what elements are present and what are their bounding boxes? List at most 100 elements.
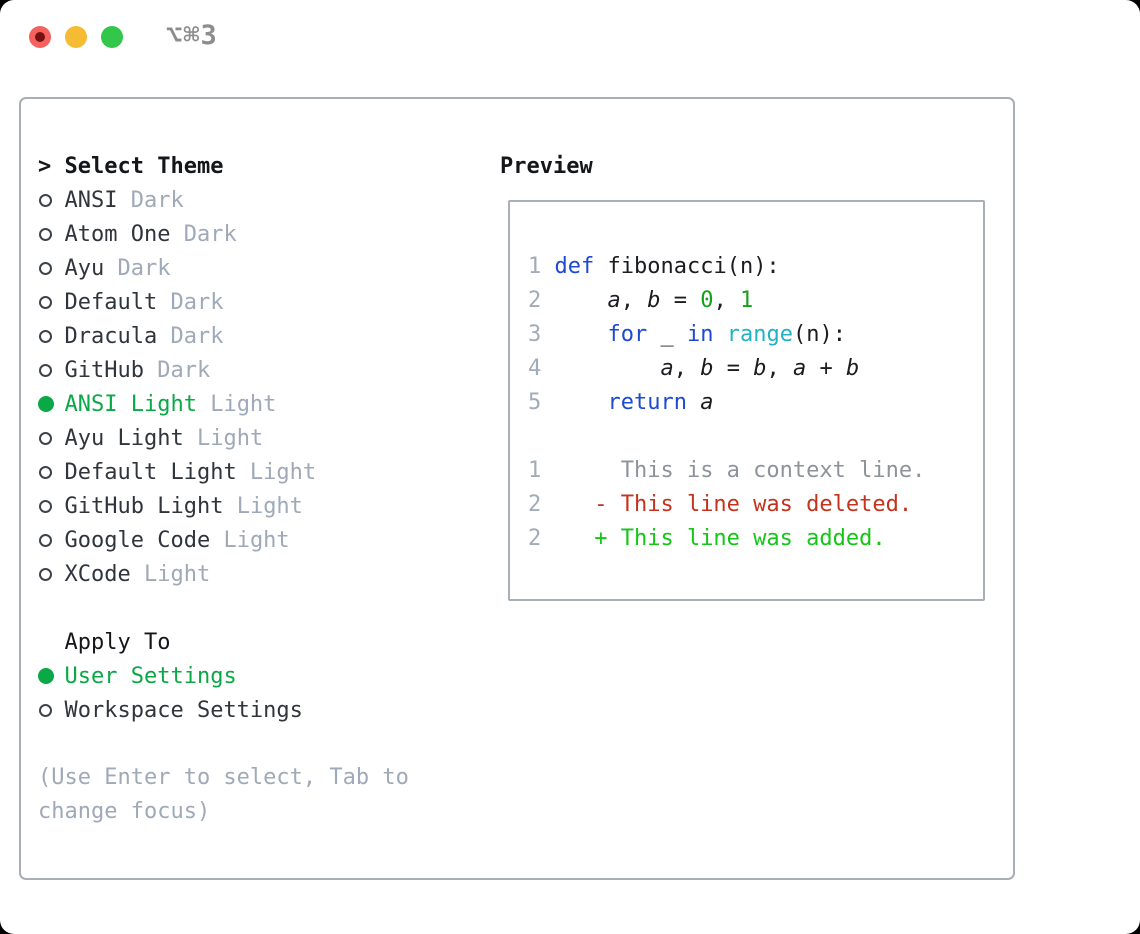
code-token: a bbox=[700, 390, 714, 415]
theme-option[interactable]: Dracula Dark bbox=[38, 319, 409, 353]
spacer bbox=[38, 727, 409, 761]
radio-icon bbox=[38, 703, 65, 717]
radio-glyph bbox=[39, 227, 52, 241]
line-number: 1 bbox=[528, 458, 542, 483]
line-number: 4 bbox=[528, 356, 555, 381]
theme-name: Default bbox=[64, 289, 158, 315]
code-token: b bbox=[700, 356, 714, 381]
preview-title: Preview bbox=[500, 153, 593, 179]
apply-to-option[interactable]: Workspace Settings bbox=[38, 693, 409, 727]
diff-line: 1 This is a context line. bbox=[528, 454, 983, 488]
theme-option[interactable]: Ayu Dark bbox=[38, 251, 409, 285]
theme-variant: Light bbox=[236, 459, 317, 485]
code-token: = bbox=[660, 288, 701, 313]
theme-variant: Dark bbox=[143, 357, 211, 383]
radio-glyph bbox=[38, 396, 54, 412]
code-token: + bbox=[806, 356, 846, 381]
theme-variant: Light bbox=[223, 493, 303, 519]
line-number: 2 bbox=[528, 492, 542, 517]
theme-name: XCode bbox=[64, 561, 131, 587]
radio-icon bbox=[38, 227, 65, 241]
theme-option[interactable]: Ayu Light Light bbox=[38, 421, 409, 455]
radio-glyph bbox=[39, 703, 52, 717]
code-line: 4 a, b = b, a + b bbox=[528, 352, 983, 386]
code-token: , bbox=[766, 356, 793, 381]
theme-name: GitHub Light bbox=[64, 493, 224, 519]
code-token: def bbox=[554, 254, 595, 279]
diff-line: 2 - This line was deleted. bbox=[528, 488, 983, 522]
line-number: 5 bbox=[528, 390, 555, 415]
close-window-button[interactable] bbox=[29, 26, 51, 48]
theme-variant: Light bbox=[183, 425, 264, 451]
spacer bbox=[38, 591, 409, 625]
radio-icon bbox=[38, 363, 65, 377]
line-number: 2 bbox=[528, 288, 555, 313]
window-title: ⌥⌘3 bbox=[166, 20, 218, 51]
theme-name: GitHub bbox=[64, 357, 144, 383]
theme-option[interactable]: Default Dark bbox=[38, 285, 409, 319]
selected-radio-icon bbox=[38, 668, 65, 684]
help-text-line-2: change focus) bbox=[38, 799, 211, 824]
theme-option[interactable]: GitHub Light Light bbox=[38, 489, 409, 523]
code-token: return bbox=[607, 390, 687, 415]
theme-variant: Dark bbox=[170, 221, 237, 247]
code-token: a bbox=[792, 356, 807, 381]
code-token: 1 bbox=[739, 288, 754, 313]
focus-caret-icon: > bbox=[38, 153, 52, 179]
apply-to-title: Apply To bbox=[64, 629, 171, 655]
code-token: range bbox=[726, 322, 793, 347]
radio-glyph bbox=[39, 533, 52, 547]
theme-option[interactable]: ANSI Dark bbox=[38, 183, 409, 217]
radio-glyph bbox=[39, 567, 52, 581]
theme-option[interactable]: Atom One Dark bbox=[38, 217, 409, 251]
theme-option[interactable]: Google Code Light bbox=[38, 523, 409, 557]
minimize-window-button[interactable] bbox=[65, 26, 87, 48]
theme-option[interactable]: ANSI Light Light bbox=[38, 387, 409, 421]
theme-name: ANSI Light bbox=[64, 391, 197, 417]
apply-to-option[interactable]: User Settings bbox=[38, 659, 409, 693]
code-token: a bbox=[660, 356, 674, 381]
preview-header-row: Preview bbox=[500, 149, 593, 183]
theme-name: Ayu Light bbox=[64, 425, 184, 451]
theme-option[interactable]: GitHub Dark bbox=[38, 353, 409, 387]
radio-glyph bbox=[39, 465, 52, 479]
code-line: 5 return a bbox=[528, 386, 983, 420]
theme-variant: Dark bbox=[157, 289, 224, 315]
selected-radio-icon bbox=[38, 396, 65, 412]
theme-option[interactable]: Default Light Light bbox=[38, 455, 409, 489]
code-token: b bbox=[647, 288, 661, 313]
radio-glyph bbox=[39, 295, 52, 309]
radio-icon bbox=[38, 261, 65, 275]
theme-variant: Light bbox=[196, 391, 277, 417]
code-token bbox=[555, 322, 608, 347]
radio-glyph bbox=[39, 499, 52, 513]
theme-option[interactable]: XCode Light bbox=[38, 557, 409, 591]
code-token: , bbox=[713, 288, 740, 313]
radio-glyph bbox=[39, 329, 52, 343]
radio-icon bbox=[38, 499, 65, 513]
radio-glyph bbox=[39, 261, 52, 275]
code-token: b bbox=[845, 356, 860, 381]
line-number: 2 bbox=[528, 526, 542, 551]
radio-glyph bbox=[39, 431, 52, 445]
diff-text: - This line was deleted. bbox=[541, 492, 913, 517]
apply-to-header-row: Apply To bbox=[38, 625, 409, 659]
code-token bbox=[713, 322, 726, 347]
theme-list-title: Select Theme bbox=[64, 153, 224, 179]
code-line: 3 for _ in range(n): bbox=[528, 318, 983, 352]
code-token bbox=[555, 288, 608, 313]
code-token: , bbox=[620, 288, 648, 313]
theme-name: Ayu bbox=[64, 255, 105, 281]
diff-preview: 1 This is a context line.2 - This line w… bbox=[528, 454, 983, 556]
radio-icon bbox=[38, 295, 65, 309]
zoom-window-button[interactable] bbox=[101, 26, 123, 48]
title-bar: ⌥⌘3 bbox=[0, 0, 1140, 74]
code-token bbox=[555, 356, 661, 381]
theme-variant: Light bbox=[210, 527, 290, 553]
